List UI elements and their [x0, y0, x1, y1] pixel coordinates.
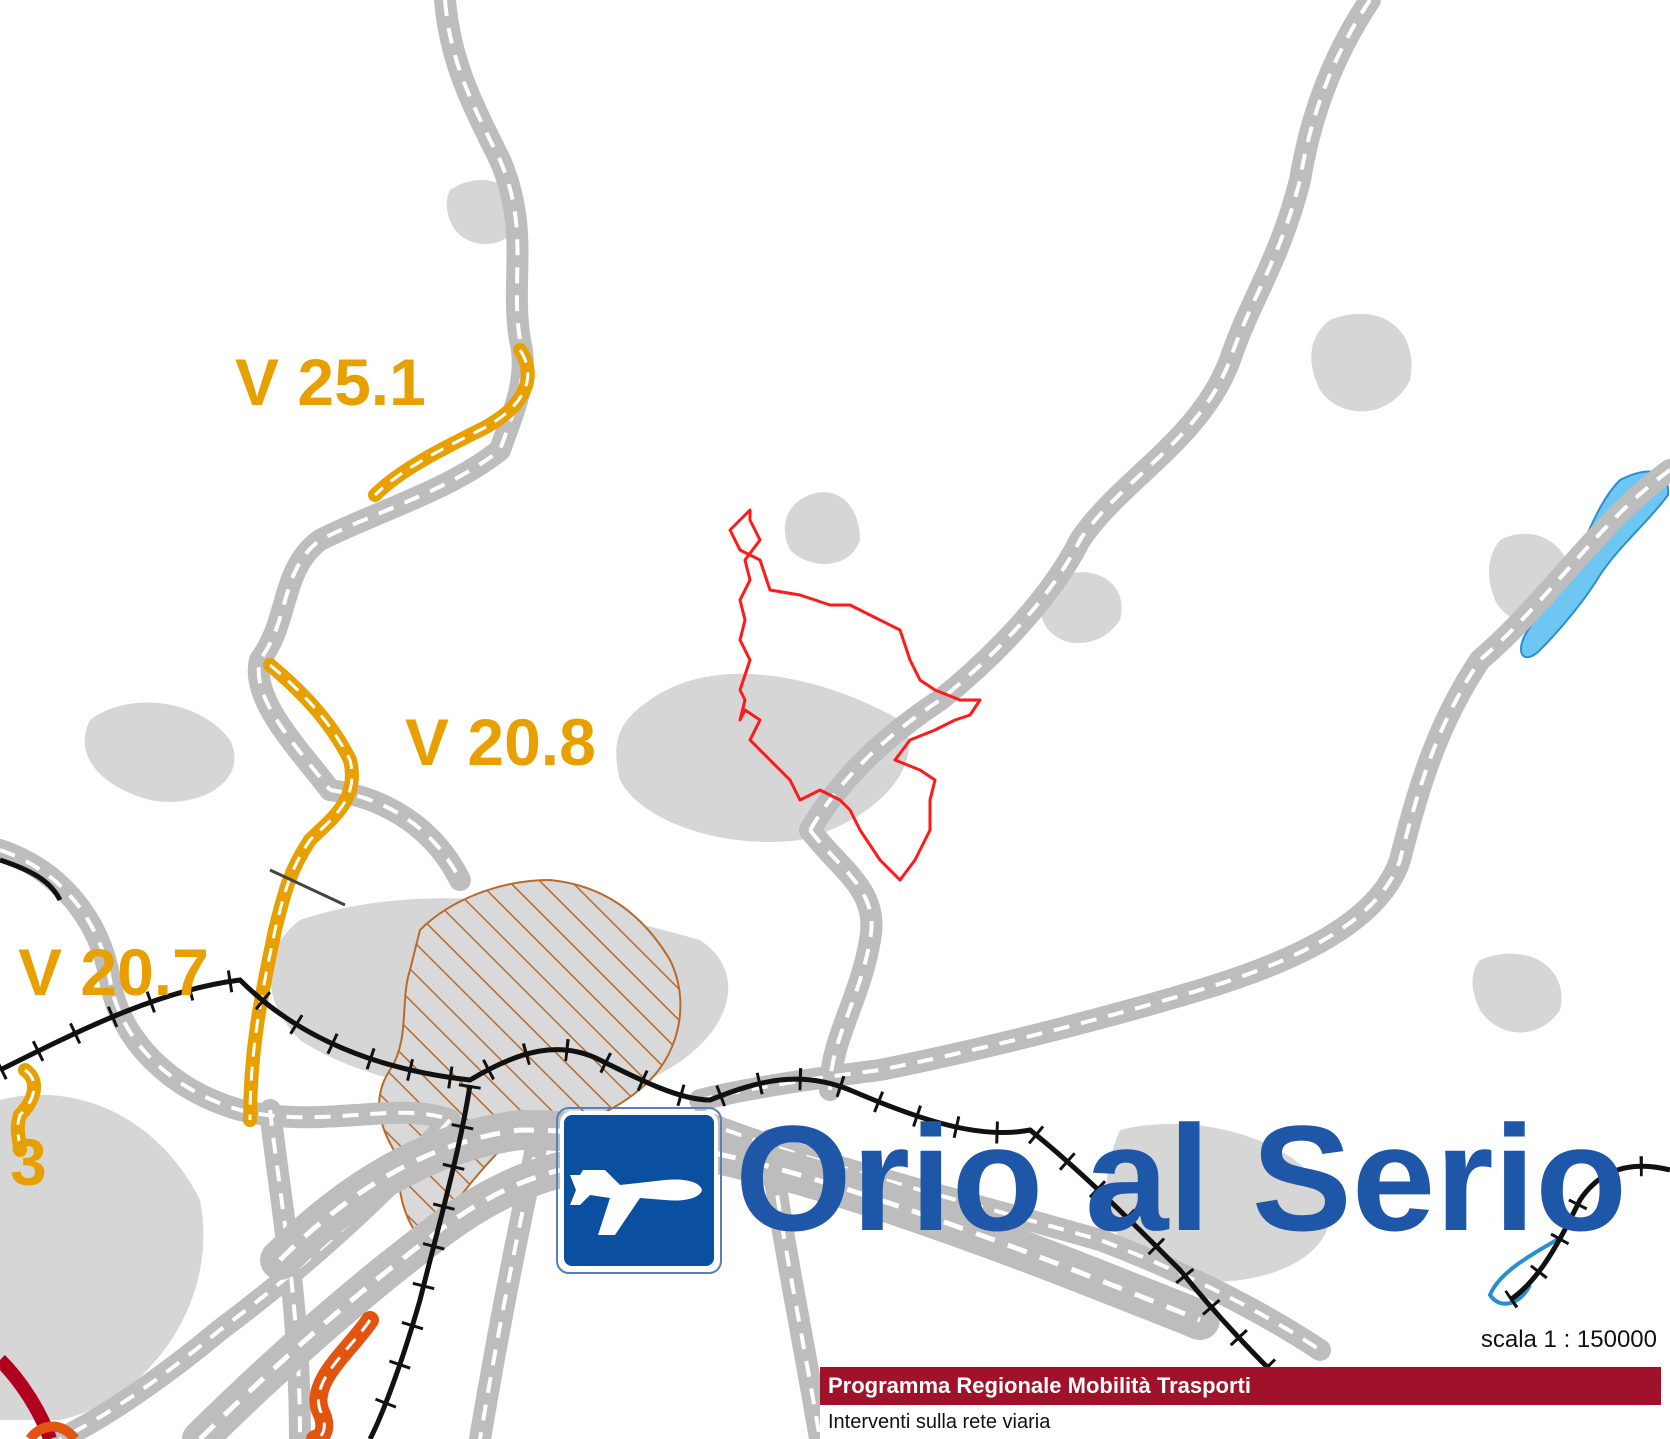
road-label-v20-7: V 20.7	[18, 935, 209, 1009]
road-label-v20-8: V 20.8	[405, 705, 596, 779]
city-label: Orio al Serio	[735, 1094, 1627, 1262]
urban-areas	[0, 180, 1572, 1420]
legend-title: Programma Regionale Mobilità Trasporti	[820, 1367, 1661, 1405]
road-label-v25-1: V 25.1	[235, 345, 426, 419]
airplane-icon	[570, 1170, 702, 1235]
municipal-boundary	[728, 508, 982, 882]
airport-icon[interactable]	[556, 1107, 722, 1274]
legend-subtitle: Interventi sulla rete viaria	[820, 1405, 1661, 1439]
railway-lines	[0, 857, 1670, 1439]
map-scale: scala 1 : 150000	[1411, 1318, 1661, 1362]
road-label-3: 3	[10, 1125, 47, 1199]
river	[1487, 1236, 1562, 1306]
